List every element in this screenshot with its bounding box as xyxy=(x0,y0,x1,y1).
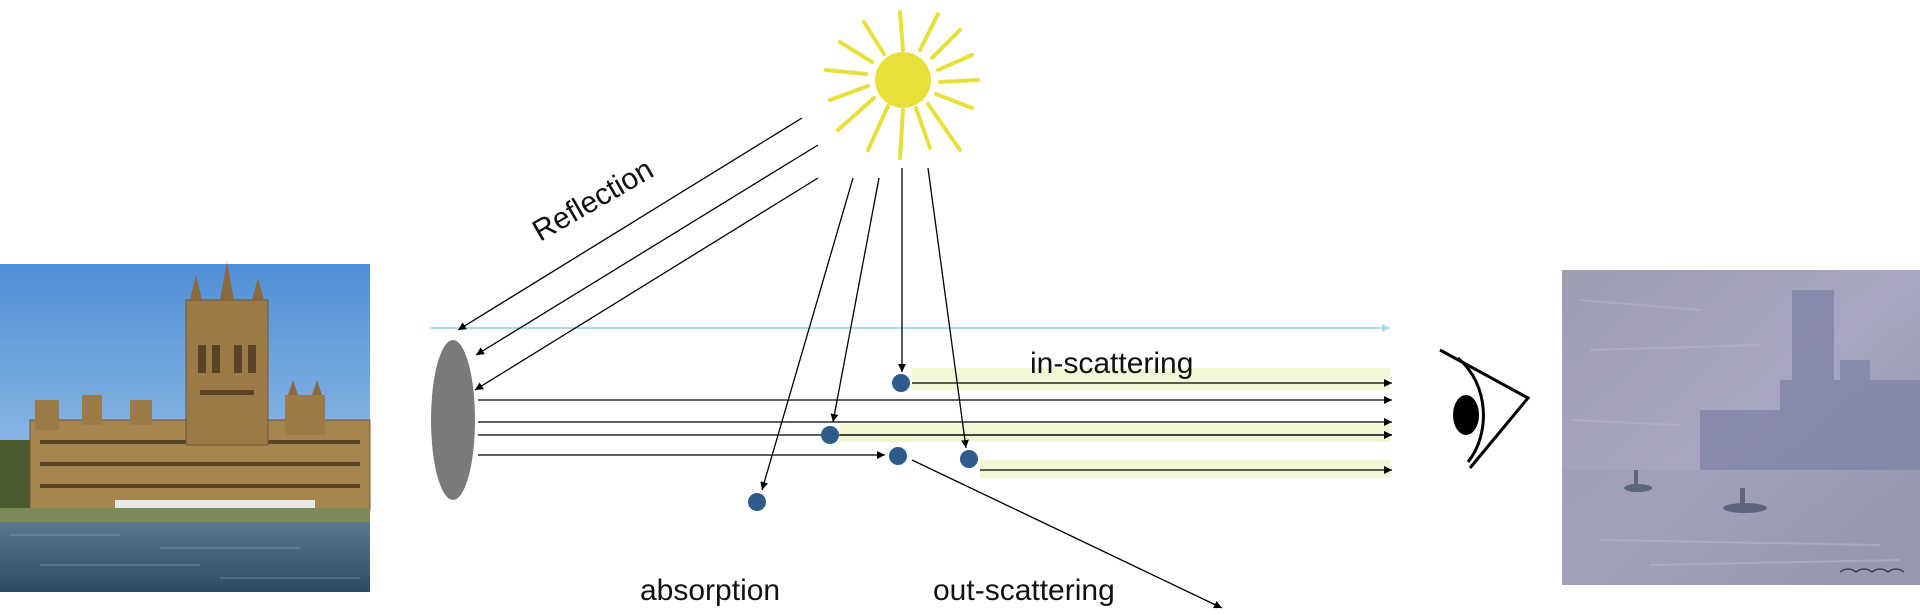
label-out-scattering: out-scattering xyxy=(933,574,1115,607)
particle-in-scattering xyxy=(892,374,910,392)
sun-icon xyxy=(824,10,980,160)
particle-out-scattering xyxy=(889,447,907,465)
particles xyxy=(748,374,978,511)
out-scattering-ray xyxy=(911,459,1223,609)
reflection-arrows xyxy=(457,117,819,391)
particle-in-scattering-2 xyxy=(821,426,839,444)
monet-painting xyxy=(1562,270,1920,585)
parliament-photo xyxy=(0,262,371,592)
eye-icon xyxy=(1439,348,1531,469)
scattered-rays xyxy=(840,379,1392,474)
object-ellipse xyxy=(431,340,475,500)
label-in-scattering: in-scattering xyxy=(1030,347,1193,380)
sun-rays xyxy=(760,167,969,491)
particle-in-scattering-3 xyxy=(960,450,978,468)
label-absorption: absorption xyxy=(640,574,780,607)
in-scattering-bands xyxy=(840,368,1390,478)
particle-absorption xyxy=(748,493,766,511)
label-reflection: Reflection xyxy=(527,153,659,248)
